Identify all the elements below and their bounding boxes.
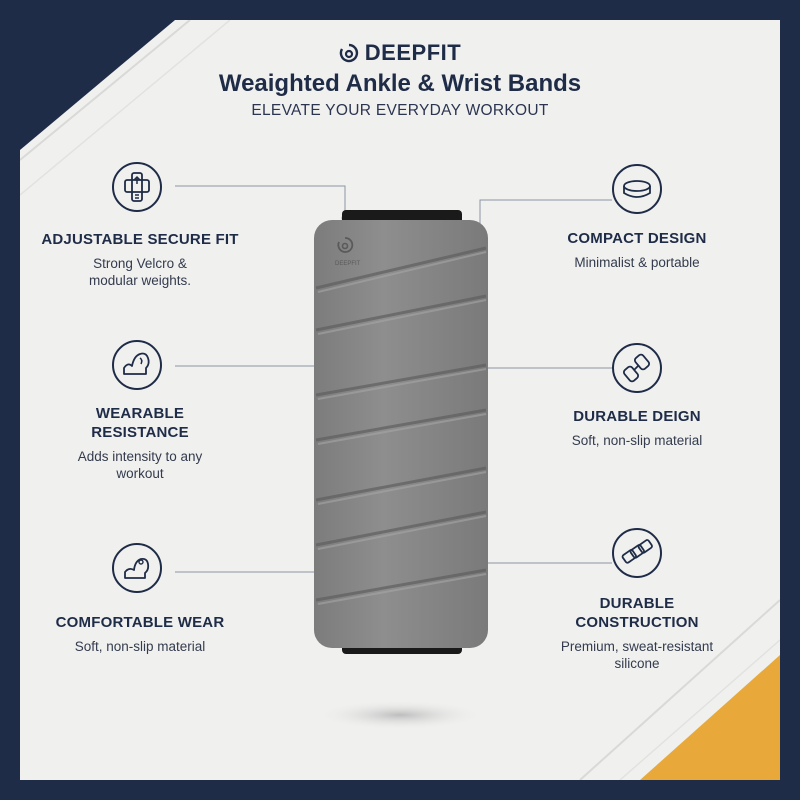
arm-curl-icon (112, 543, 162, 593)
adjustable-strap-icon (112, 162, 162, 212)
brand-header: DEEPFIT (0, 40, 800, 69)
feature-adjustable-secure-fit: ADJUSTABLE SECURE FIT Strong Velcro & mo… (40, 230, 240, 289)
feature-description-line: silicone (614, 656, 660, 671)
band-logo-text: DEEPFIT (335, 261, 361, 267)
feature-description-line: Premium, sweat-resistant (560, 639, 714, 654)
feature-description-line: Strong Velcro & (93, 256, 187, 271)
feature-description: Adds intensity to any workout (40, 448, 240, 482)
feature-durable-construction: DURABLE CONSTRUCTION Premium, sweat-resi… (537, 594, 737, 672)
feature-heading: DURABLE CONSTRUCTION (537, 594, 737, 632)
feature-compact-design: COMPACT DESIGN Minimalist & portable (537, 229, 737, 271)
feature-description-line: workout (116, 466, 164, 481)
feature-description: Strong Velcro & modular weights. (40, 255, 240, 289)
feature-description-line: Adds intensity to any (77, 449, 203, 464)
feature-heading-line: RESISTANCE (91, 424, 189, 441)
feature-comfortable-wear: COMFORTABLE WEAR Soft, non-slip material (40, 613, 240, 655)
brand-name: DEEPFIT (364, 40, 462, 65)
feature-heading: DURABLE DEIGN (573, 408, 701, 425)
feature-wearable-resistance: WEARABLE RESISTANCE Adds intensity to an… (40, 404, 240, 482)
band-ring-icon (612, 164, 662, 214)
page-title: Weaighted Ankle & Wrist Bands (218, 70, 582, 97)
feature-heading-line: DURABLE (599, 595, 675, 612)
feature-heading-line: CONSTRUCTION (575, 614, 699, 631)
page-subtitle: ELEVATE YOUR EVERYDAY WORKOUT (251, 102, 549, 119)
deepfit-logo-icon (339, 43, 359, 69)
flexed-arm-icon (112, 340, 162, 390)
weighted-band-product: DEEPFIT (314, 210, 488, 730)
feature-heading: COMFORTABLE WEAR (55, 614, 225, 631)
feature-heading: WEARABLE RESISTANCE (40, 404, 240, 442)
feature-description-line: modular weights. (88, 273, 192, 288)
feature-description: Premium, sweat-resistant silicone (537, 638, 737, 672)
link-segments-icon (612, 528, 662, 578)
feature-description: Soft, non-slip material (571, 433, 703, 448)
band-logo-icon (337, 237, 354, 253)
chain-links-icon (612, 343, 662, 393)
feature-heading: ADJUSTABLE SECURE FIT (41, 231, 239, 248)
feature-heading: COMPACT DESIGN (567, 230, 707, 247)
feature-description: Soft, non-slip material (74, 639, 206, 654)
feature-durable-deign: DURABLE DEIGN Soft, non-slip material (537, 407, 737, 449)
feature-heading-line: WEARABLE (95, 405, 185, 422)
product-shadow (315, 700, 485, 730)
feature-description: Minimalist & portable (574, 255, 700, 270)
